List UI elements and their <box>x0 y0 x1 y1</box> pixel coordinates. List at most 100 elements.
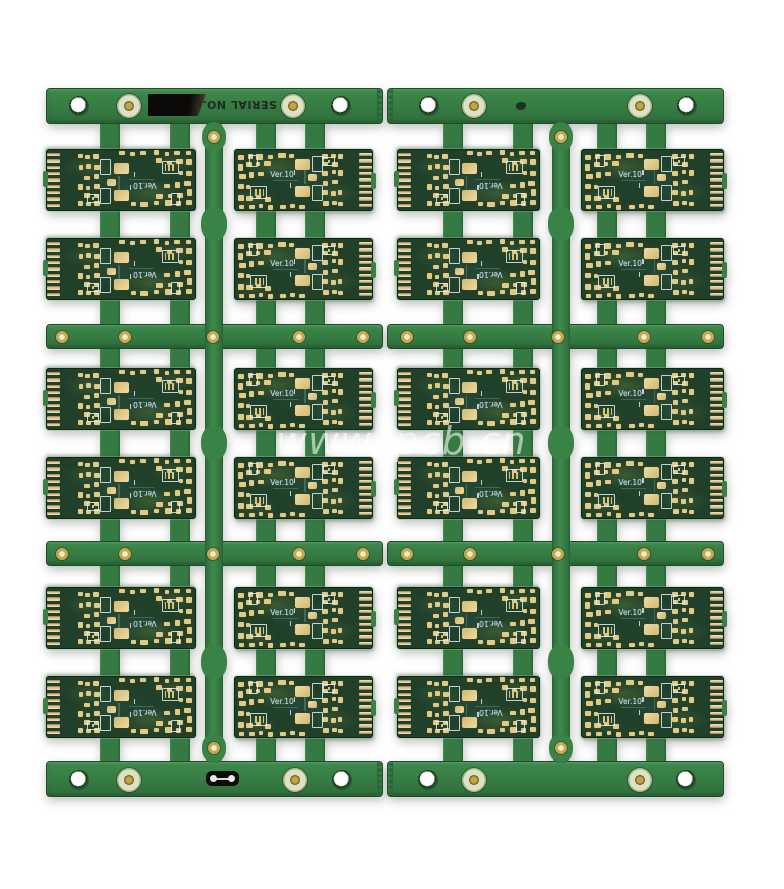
smd-pad <box>500 369 506 375</box>
connector-finger <box>359 248 372 252</box>
smd-pad <box>258 292 263 297</box>
breakaway-tab <box>305 646 325 679</box>
smd-pad <box>639 422 645 427</box>
smd-pad <box>164 590 169 595</box>
component-footprint <box>436 501 448 511</box>
smd-pad <box>256 243 264 250</box>
connector-finger <box>398 286 411 290</box>
connector-finger <box>710 717 723 722</box>
module-version-label: Ver.10 <box>270 607 294 617</box>
smd-pad <box>530 378 537 385</box>
smd-pad <box>183 489 191 495</box>
silkscreen-mark <box>293 477 296 483</box>
smd-pad <box>510 152 515 157</box>
smd-pad <box>338 477 344 484</box>
smd-pad <box>476 679 482 684</box>
smd-pad-large <box>454 179 464 187</box>
smd-pad <box>258 730 263 735</box>
smd-pad <box>680 681 686 686</box>
connector-finger <box>359 698 372 703</box>
smd-pad <box>427 290 433 296</box>
connector-finger <box>398 378 411 382</box>
smd-pad <box>606 203 611 208</box>
smd-pad <box>321 242 328 248</box>
connector-finger <box>398 498 411 503</box>
smd-pad <box>680 373 686 378</box>
smd-pad-large <box>461 601 477 613</box>
smd-pad <box>518 678 525 683</box>
smd-pad <box>434 712 439 717</box>
smd-pad <box>248 423 255 428</box>
component-footprint <box>673 465 685 475</box>
smd-pad <box>267 462 273 467</box>
smd-pad <box>187 497 193 505</box>
smd-pad <box>140 290 149 296</box>
smd-pad <box>332 389 337 394</box>
smd-pad <box>237 194 244 201</box>
silkscreen-outline <box>311 375 323 392</box>
module-version-label: Ver.10 <box>270 477 294 487</box>
smd-pad <box>530 240 536 245</box>
smd-pad <box>323 508 330 514</box>
smd-pad <box>502 193 510 199</box>
breakaway-tab <box>443 646 463 679</box>
connector-finger <box>359 692 372 697</box>
smd-pad <box>584 413 591 420</box>
smd-pad <box>332 618 339 623</box>
smd-pad <box>185 370 191 375</box>
smd-pad <box>427 201 433 207</box>
rail-bulge <box>548 207 574 241</box>
smd-pad <box>83 613 90 618</box>
smd-pad <box>246 403 251 408</box>
connector-finger <box>359 505 372 509</box>
smd-pad <box>648 731 655 736</box>
connector-finger <box>359 273 372 277</box>
smd-pad <box>606 511 611 516</box>
module-version-label: Ver.10 <box>133 708 157 718</box>
smd-pad <box>604 373 612 380</box>
component-footprint <box>673 157 685 167</box>
component-footprint <box>161 161 179 175</box>
smd-pad <box>626 153 635 159</box>
connector-finger <box>398 480 411 484</box>
silkscreen-outline <box>448 467 460 484</box>
module-version-label: Ver.10 <box>270 169 294 179</box>
smd-pad <box>523 390 528 395</box>
breakaway-tab <box>305 297 325 327</box>
smd-pad <box>596 261 602 268</box>
breakaway-tab <box>513 121 533 152</box>
silkscreen-mark <box>642 388 644 394</box>
smd-pad <box>637 242 643 247</box>
connector-finger <box>710 416 723 420</box>
component-footprint <box>506 380 524 394</box>
smd-pad <box>478 202 484 207</box>
connector-finger <box>47 616 60 620</box>
component-footprint <box>506 469 524 483</box>
smd-pad <box>604 600 609 605</box>
smd-pad <box>323 381 329 386</box>
smd-pad <box>427 711 433 718</box>
breakoff-bump <box>722 481 727 497</box>
smd-pad <box>680 628 686 634</box>
smd-pad <box>604 243 612 250</box>
smd-pad <box>604 689 609 694</box>
smd-pad-large <box>657 392 667 400</box>
smd-pad <box>530 727 537 733</box>
breakoff-bump <box>371 481 376 497</box>
connector-finger <box>47 261 60 265</box>
smd-pad <box>673 508 679 514</box>
connector-finger <box>710 254 723 259</box>
smd-pad <box>338 189 343 195</box>
smd-pad <box>671 260 678 266</box>
smd-pad <box>584 163 590 171</box>
smd-pad <box>682 639 688 644</box>
component-footprint <box>436 193 448 203</box>
smd-pad <box>129 460 135 465</box>
smd-pad <box>83 483 90 488</box>
smd-pad <box>277 153 286 159</box>
smd-pad <box>648 642 655 647</box>
smd-pad <box>688 696 694 703</box>
copper-trace <box>621 487 646 490</box>
smd-pad <box>442 154 448 160</box>
smd-pad <box>332 599 339 605</box>
